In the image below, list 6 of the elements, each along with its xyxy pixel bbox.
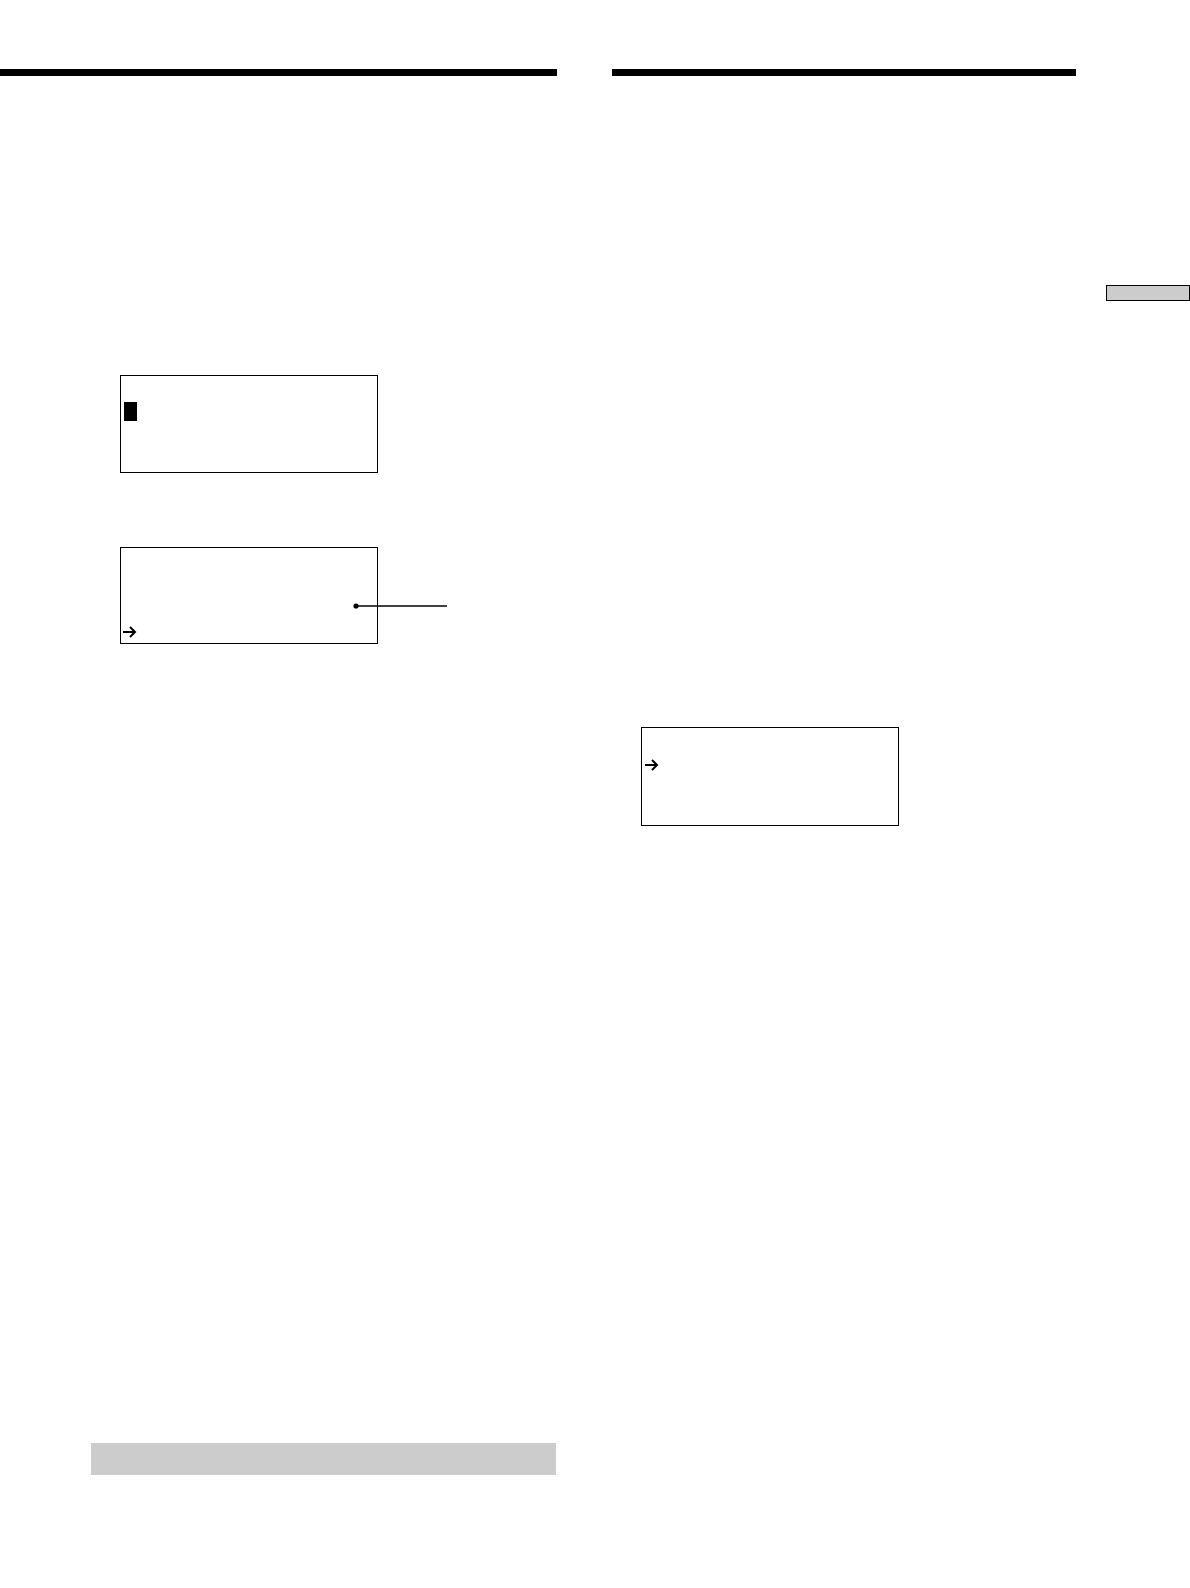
- side-tab: [1106, 285, 1190, 301]
- leader-line: [353, 603, 448, 609]
- display-screen: [641, 727, 899, 826]
- shaded-bar: [91, 1443, 556, 1475]
- display-screen: [120, 375, 378, 473]
- display-screen: [120, 547, 378, 644]
